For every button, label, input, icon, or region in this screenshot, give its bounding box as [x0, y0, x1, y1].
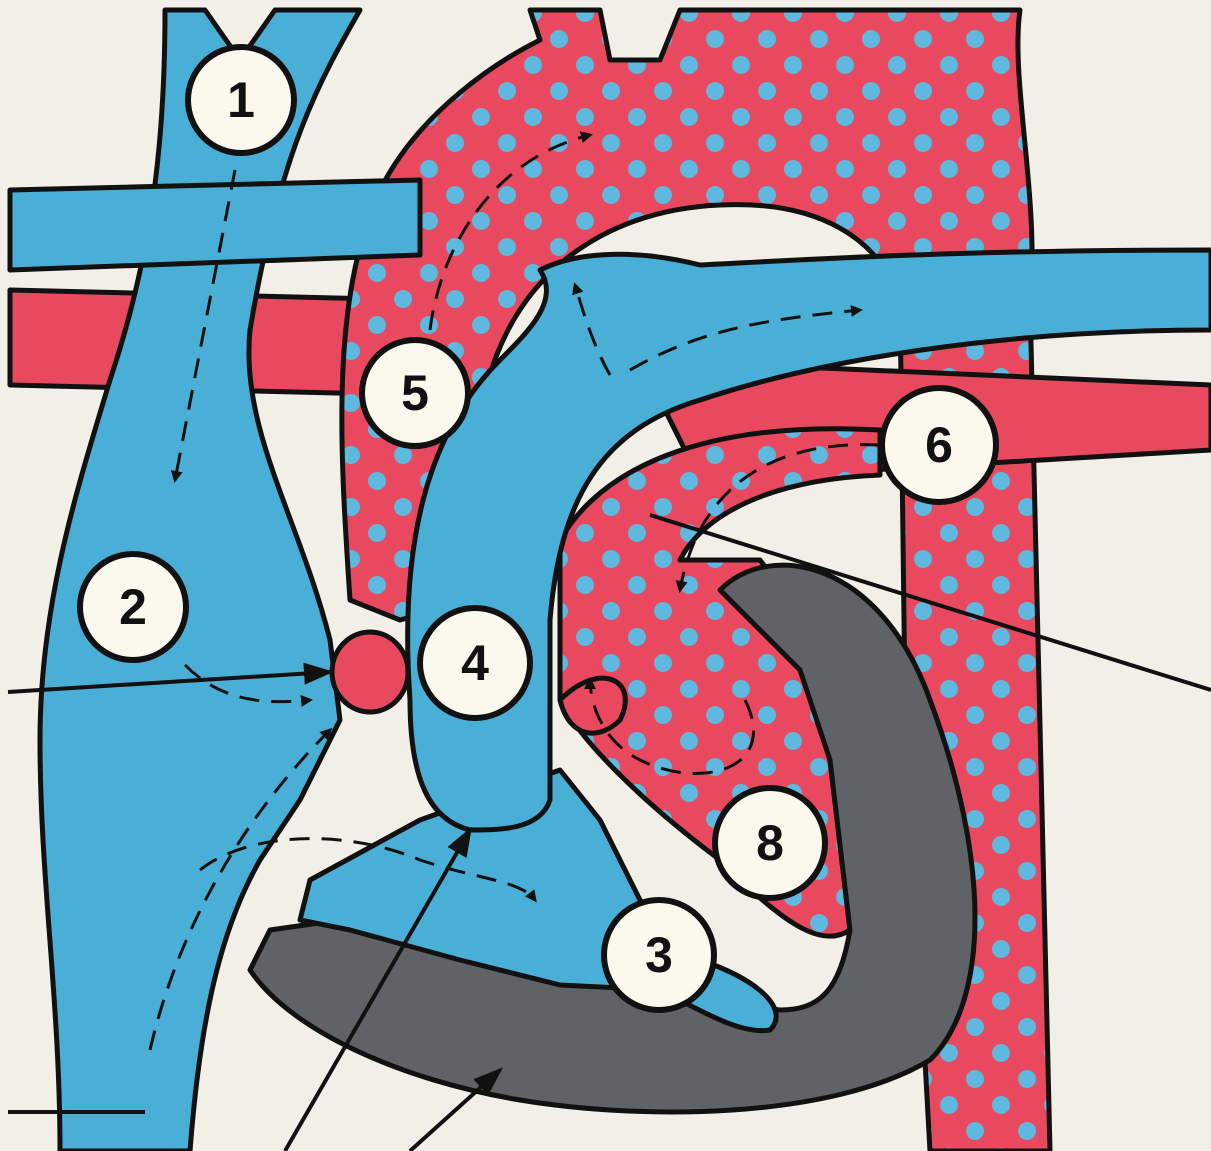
label-3-text: 3 [645, 927, 673, 983]
label-8: 8 [715, 788, 825, 898]
label-3: 3 [604, 900, 714, 1010]
label-4-text: 4 [461, 635, 489, 691]
label-4: 4 [420, 608, 530, 718]
pulmonary-vessel-left-blue [10, 180, 420, 270]
label-2-text: 2 [119, 579, 147, 635]
label-8-text: 8 [756, 815, 784, 871]
label-1: 1 [188, 47, 294, 153]
foramen-ovale-valve [332, 632, 408, 712]
label-2: 2 [80, 554, 186, 660]
label-5-text: 5 [401, 365, 429, 421]
label-1-text: 1 [227, 72, 255, 128]
label-6: 6 [882, 388, 996, 502]
label-6-text: 6 [925, 417, 953, 473]
label-5: 5 [362, 340, 468, 446]
